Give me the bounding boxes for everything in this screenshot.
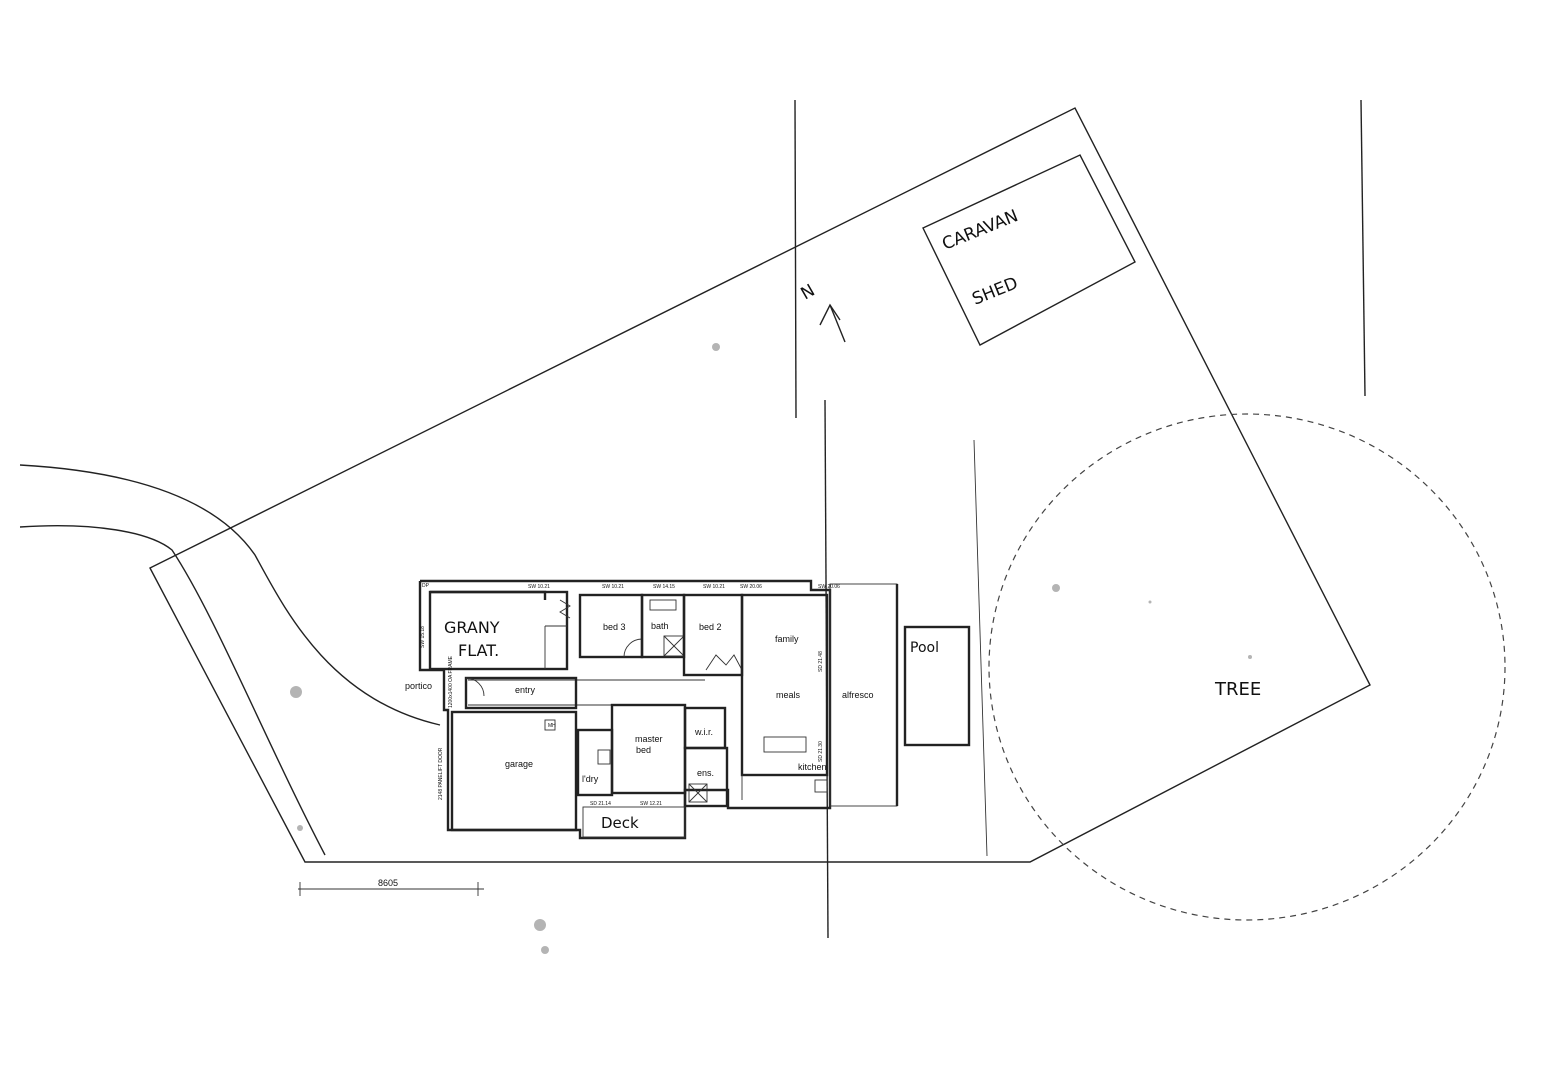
dimension-line: 8605 [298, 878, 484, 896]
window-code: SW 10.21 [602, 584, 624, 590]
scan-marks [290, 343, 1252, 954]
window-code: SD 21.14 [590, 801, 611, 807]
manhole-code: MH [548, 723, 556, 729]
garage-door-code: 2148 PANELIFT DOOR [438, 747, 444, 800]
caravan-shed-label-1: CARAVAN [939, 206, 1021, 255]
caravan-shed [922, 154, 1136, 346]
site-boundary [149, 107, 1371, 863]
window-codes: SW 10.21 SW 10.21 SW 14.15 SW 10.21 SW 2… [420, 583, 840, 807]
north-label: N [798, 281, 819, 305]
frame-code: 1200x1400 OA FRAME [448, 655, 454, 708]
window-code: SW 14.15 [653, 584, 675, 590]
room-portico: portico [405, 681, 432, 691]
room-garage: garage [505, 759, 533, 769]
room-ensuite: ens. [697, 768, 714, 778]
granny-flat-label-1: GRANY [444, 618, 500, 637]
granny-flat-label-2: FLAT. [458, 641, 499, 660]
pool [903, 625, 971, 747]
north-arrow-icon: N [798, 281, 846, 343]
room-bed3: bed 3 [603, 622, 626, 632]
room-alfresco: alfresco [842, 690, 874, 700]
window-code: SW 10.21 [528, 584, 550, 590]
downpipe-code: DP [422, 583, 430, 589]
room-master: master [635, 734, 663, 744]
window-code: SW 20.06 [818, 584, 840, 590]
room-meals: meals [776, 690, 801, 700]
room-family: family [775, 634, 799, 644]
room-bed2: bed 2 [699, 622, 722, 632]
tree-canopy [988, 413, 1506, 921]
pool-label: Pool [910, 640, 939, 656]
window-code: SW 15.18 [420, 626, 426, 648]
driveway-curves [19, 464, 441, 856]
room-entry: entry [515, 685, 536, 695]
window-code: SW 20.06 [740, 584, 762, 590]
dimension-value: 8605 [378, 878, 398, 888]
caravan-shed-label-2: SHED [969, 273, 1020, 309]
house-floor-plan [418, 579, 899, 840]
room-laundry: l'dry [582, 774, 599, 784]
room-bath: bath [651, 621, 669, 631]
neighbour-boundaries [794, 99, 1366, 939]
window-code: SD 21.48 [818, 651, 824, 672]
window-code: SD 21.30 [818, 741, 824, 762]
window-code: SW 12.21 [640, 801, 662, 807]
deck-label: Deck [601, 814, 639, 832]
room-kitchen: kitchen [798, 762, 827, 772]
window-code: SW 10.21 [703, 584, 725, 590]
tree-label: TREE [1214, 679, 1261, 700]
room-master-bed: bed [636, 745, 651, 755]
room-wir: w.i.r. [694, 727, 713, 737]
